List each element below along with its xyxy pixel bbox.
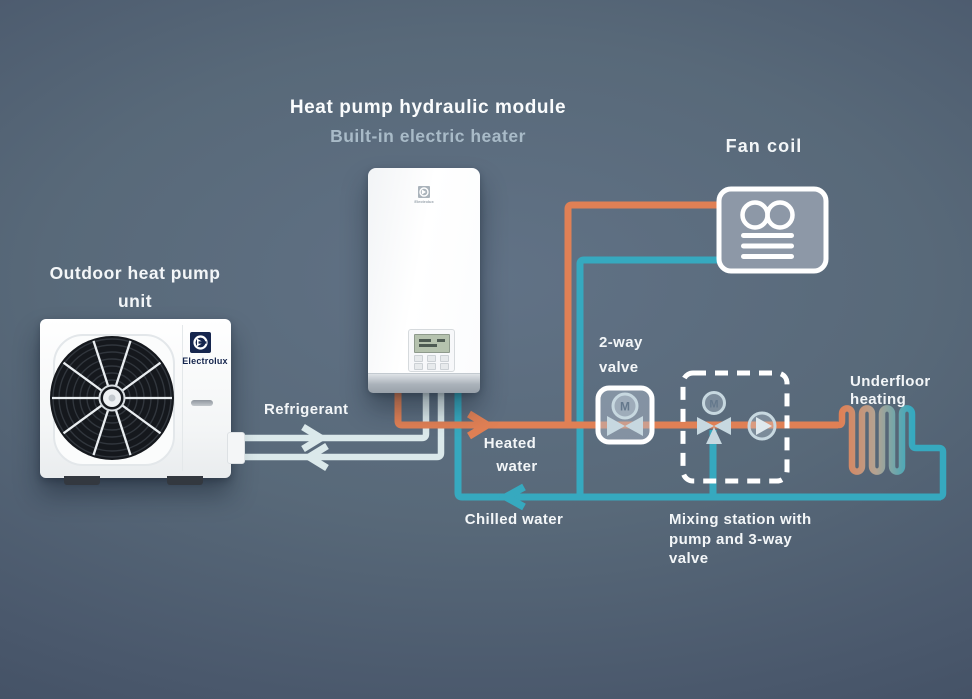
electrolux-logo-icon	[190, 332, 211, 353]
panel-button	[414, 355, 423, 362]
refrigerant-label: Refrigerant	[264, 401, 349, 418]
unit-foot	[64, 476, 100, 485]
three-way-valve-motor-circle	[702, 391, 726, 415]
vent-slot	[191, 400, 213, 406]
main-title: Heat pump hydraulic module	[289, 97, 567, 118]
pump-rotor-triangle	[756, 417, 772, 435]
valve-motor-letter: M	[620, 400, 630, 414]
underfloor-label-line1: Underfloor	[850, 373, 931, 390]
refrigerant-supply-pipe	[239, 386, 430, 442]
two-way-valve-label-line2: valve	[599, 359, 639, 376]
panel-button	[440, 355, 449, 362]
lcd-display	[414, 334, 450, 353]
unit-foot	[167, 476, 203, 485]
mixing-station-label: Mixing station with pump and 3-way valve	[669, 510, 812, 569]
three-way-valve-left	[697, 417, 714, 435]
fan-coil-louver-bar	[741, 233, 794, 238]
fan-coil-label: Fan coil	[725, 136, 803, 156]
refrigerant-arrow-left	[302, 443, 329, 471]
fan-coil-louver-bar	[741, 254, 794, 259]
subtitle: Built-in electric heater	[330, 126, 526, 146]
fan-coil-supply-pipe	[564, 201, 718, 425]
underfloor-heating-coil	[835, 405, 947, 501]
panel-button	[427, 363, 436, 370]
chilled-water-label: Chilled water	[464, 511, 564, 528]
fan-coil-right-coil-icon	[765, 200, 795, 230]
panel-button	[440, 363, 449, 370]
chilled-water-arrow	[498, 483, 526, 511]
outdoor-heat-pump-unit: Electrolux	[40, 319, 245, 485]
underfloor-label-line2: heating	[850, 391, 907, 408]
electrolux-logo-icon	[418, 186, 430, 198]
heated-water-label-line1: Heated	[483, 435, 537, 452]
control-panel	[408, 329, 455, 372]
mixing-station-dashed-border	[680, 370, 790, 484]
mixing-station-label-line1: Mixing station with	[669, 511, 812, 528]
heated-water-label-line2: water	[496, 458, 538, 475]
refrigerant-return-pipe	[239, 386, 445, 461]
hydraulic-module: Electrolux	[368, 168, 480, 393]
panel-button	[427, 355, 436, 362]
brand-text: Electrolux	[414, 199, 434, 204]
three-way-valve-right	[714, 417, 731, 435]
mixing-station-icon: M	[680, 370, 790, 484]
panel-button	[414, 363, 423, 370]
refrigerant-arrow-right	[301, 424, 328, 452]
outdoor-unit-label-line1: Outdoor heat pump	[49, 263, 221, 283]
two-way-valve-icon: M	[595, 385, 655, 445]
chilled-water-main-pipe	[454, 384, 941, 501]
fan-coil-icon	[716, 186, 829, 274]
heated-water-main-pipe	[394, 382, 838, 429]
fan-icon	[49, 335, 175, 461]
valve-motor-circle	[611, 392, 639, 420]
two-way-valve-label-line1: 2-way	[599, 334, 643, 351]
fan-coil-louver-bar	[741, 243, 794, 249]
valve-body-left	[607, 416, 625, 436]
mixing-station-label-line3: valve	[669, 550, 709, 567]
brand-text: Electrolux	[182, 356, 228, 366]
mixing-station-label-line2: pump and 3-way	[669, 530, 793, 548]
module-bottom-band	[368, 373, 480, 393]
fan-coil-return-pipe	[576, 256, 718, 497]
unit-panel-divider	[182, 325, 183, 471]
heated-water-arrow	[467, 410, 495, 440]
three-way-valve-bottom	[706, 427, 722, 444]
refrigerant-port-box	[227, 432, 245, 464]
three-way-valve-motor-letter: M	[709, 399, 718, 411]
outdoor-unit-label-line2: unit	[117, 291, 153, 311]
valve-body-right	[625, 416, 643, 436]
